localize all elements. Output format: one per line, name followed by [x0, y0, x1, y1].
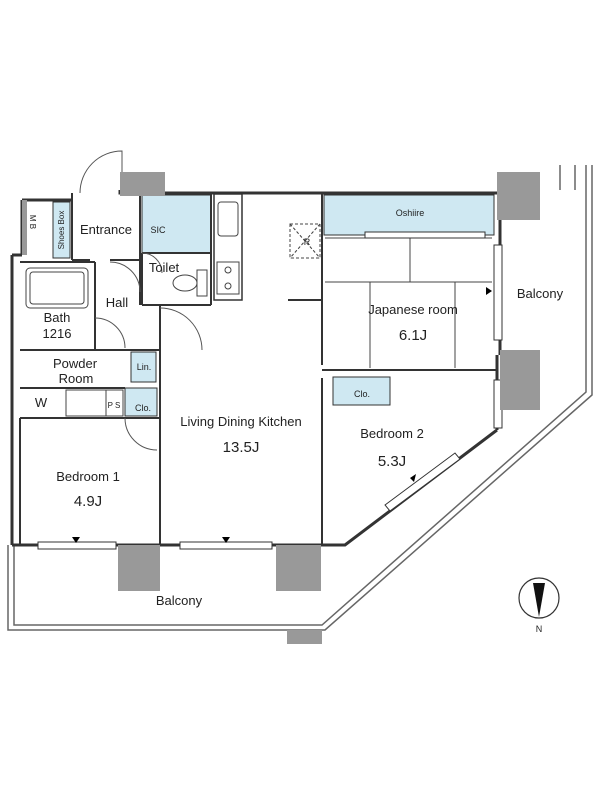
hall-label: Hall — [106, 295, 129, 310]
tatami-grid — [325, 237, 492, 368]
closet-1-area — [124, 387, 158, 417]
bath-size-label: 1216 — [43, 326, 72, 341]
mb-label: M B — [28, 215, 37, 229]
shoes-box-area — [52, 201, 71, 259]
bath-label: Bath — [44, 310, 71, 325]
window-markers — [72, 287, 492, 543]
column-right-mid — [500, 350, 540, 410]
column-bottom-rail — [287, 630, 322, 644]
ldk-size: 13.5J — [223, 439, 260, 456]
north-arrow-icon: N — [518, 577, 560, 634]
toilet-label: Toilet — [149, 260, 180, 275]
linen-area — [130, 351, 157, 383]
ps-box — [105, 389, 124, 417]
washbasin — [65, 389, 107, 417]
partitions — [19, 193, 497, 545]
bedroom-2-size: 5.3J — [378, 453, 406, 470]
toilet-bowl — [172, 274, 198, 292]
storage-areas — [52, 194, 495, 417]
bathtub — [25, 267, 89, 309]
oshiire-area — [323, 194, 495, 236]
bedroom-1-size: 4.9J — [74, 493, 102, 510]
north-label: N — [536, 624, 543, 634]
bedroom-2-label: Bedroom 2 — [360, 426, 424, 441]
sic-label: SIC — [150, 225, 166, 235]
ps-label: P S — [108, 401, 121, 410]
column-bottom-mid — [276, 545, 321, 591]
japanese-room-size: 6.1J — [399, 327, 427, 344]
balcony-right-label: Balcony — [517, 286, 564, 301]
entrance-label: Entrance — [80, 222, 132, 237]
closet-2-label: Clo. — [354, 389, 370, 399]
door-swings — [79, 150, 203, 451]
sic-area — [141, 194, 212, 254]
refrigerator-space — [289, 223, 321, 259]
column-top-right — [497, 172, 540, 220]
closet-2-area — [332, 376, 391, 406]
columns — [22, 172, 540, 644]
closet-1-label: Clo. — [135, 403, 151, 413]
column-mb — [22, 200, 27, 255]
linen-label: Lin. — [137, 362, 152, 372]
balcony-bottom-label: Balcony — [156, 593, 203, 608]
windows — [37, 231, 503, 550]
column-bottom-left — [118, 545, 160, 591]
ldk-label: Living Dining Kitchen — [180, 414, 301, 429]
kitchen-sink — [217, 201, 239, 237]
bedroom-1-label: Bedroom 1 — [56, 469, 120, 484]
fixtures — [25, 201, 321, 417]
washer-label: W — [35, 395, 48, 410]
shoes-box-label: Shoes Box — [57, 211, 66, 250]
oshiire-label: Oshiire — [396, 208, 425, 218]
stove — [216, 261, 240, 295]
refrigerator-label: R — [304, 237, 311, 247]
powder-room-label-2: Room — [59, 371, 94, 386]
powder-room-label-1: Powder — [53, 356, 98, 371]
japanese-room-label: Japanese room — [368, 302, 458, 317]
column-top-entrance — [120, 172, 165, 196]
balcony-railing — [7, 165, 593, 631]
